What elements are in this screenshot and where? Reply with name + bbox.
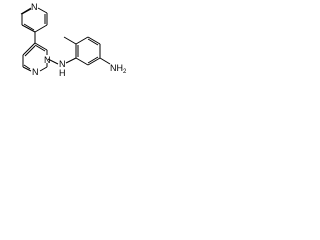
bond [24,45,36,57]
bond [65,57,77,64]
bond [87,56,99,64]
atom-label-amino-subscript: 2 [123,69,127,75]
bond [23,64,31,70]
bond [75,36,89,45]
bond [87,57,101,66]
atom-label-pyrimidine-n3: N [32,67,39,77]
bond [21,8,32,15]
molecule-structure-drawing: N N N N H NH2 [20,2,127,78]
atom-label-pyridine-n: N [31,2,38,12]
bond [39,66,48,72]
bond [99,57,111,65]
atom-label-pyrimidine-n1: N [44,55,51,65]
bond [22,66,32,72]
bond [87,36,101,45]
bond [87,38,99,46]
bond [47,58,59,65]
bond [37,7,48,14]
bond [34,42,48,51]
pyridine-ring [20,7,48,33]
bond [34,44,46,52]
pyrimidine-ring [22,42,48,72]
bond [20,7,32,15]
bond [22,42,36,56]
bond [75,57,89,66]
atom-label-amino-nh: NH [110,63,123,73]
benzene-ring [75,36,101,66]
methyl-bond [63,36,77,45]
bond [23,23,35,31]
atom-label-amino-group: NH2 [110,63,127,75]
bond [21,24,36,33]
atom-label-amine-n: N [59,59,66,69]
bond [34,24,48,33]
atom-label-amine-h: H [59,68,66,78]
